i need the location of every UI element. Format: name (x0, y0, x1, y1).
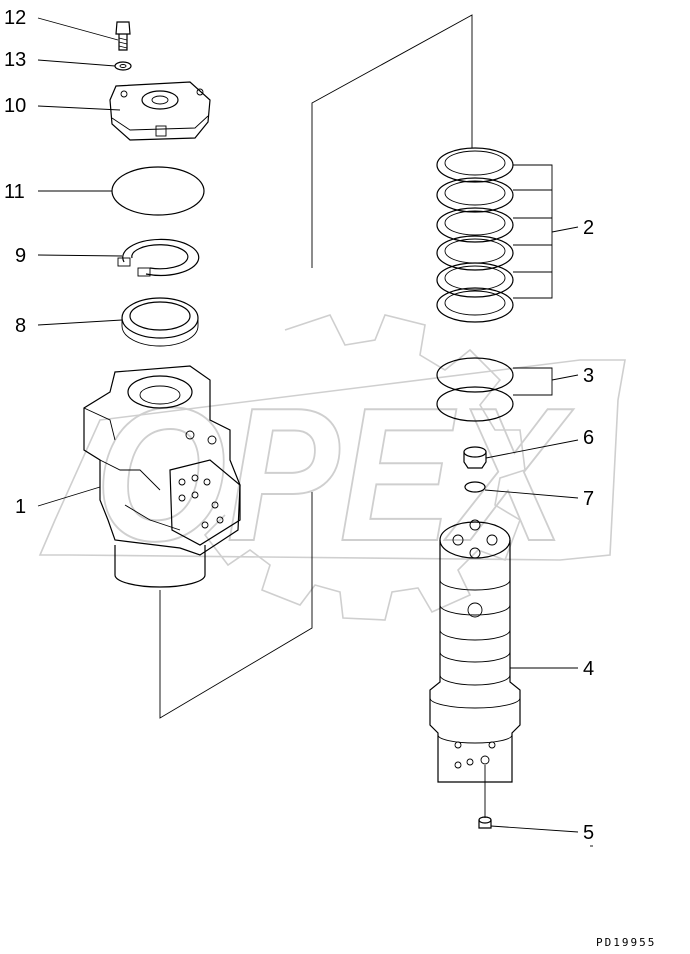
o-ring-part-11 (111, 166, 205, 216)
callout-11: 11 (4, 181, 25, 203)
washer-part-13 (114, 61, 132, 71)
plug-part-6 (463, 439, 579, 469)
assembly-bracket-upper (311, 14, 473, 268)
seal-part-8 (121, 297, 199, 347)
snap-ring-part-9 (117, 238, 200, 277)
bolt-part-12 (115, 21, 131, 51)
callout-9: 9 (15, 245, 26, 267)
leader-lines-left (37, 17, 123, 507)
ring-stack-leaders (513, 164, 579, 299)
drawing-code: PD19955 (596, 936, 656, 949)
callout-3: 3 (583, 365, 594, 387)
plug-part-5 (478, 765, 593, 847)
seal-rings-part-3 (436, 357, 579, 422)
callout-6: 6 (583, 427, 594, 449)
swivel-body-part-1 (83, 365, 241, 588)
assembly-bracket-lower (159, 492, 313, 719)
callout-12: 12 (4, 7, 26, 29)
callout-4: 4 (583, 658, 594, 680)
o-ring-part-7 (464, 481, 579, 499)
callout-7: 7 (583, 488, 594, 510)
callout-13: 13 (4, 49, 26, 71)
cover-part-10 (109, 81, 211, 141)
watermark-text: OPEX (95, 369, 574, 581)
callout-8: 8 (15, 315, 26, 337)
callout-5: 5 (583, 822, 594, 844)
callout-10: 10 (4, 95, 26, 117)
callout-1: 1 (15, 496, 26, 518)
watermark-logo-frame (38, 359, 626, 561)
rotor-shaft-part-4 (429, 519, 578, 783)
ring-stack-part-2 (436, 147, 514, 323)
callout-2: 2 (583, 217, 594, 239)
